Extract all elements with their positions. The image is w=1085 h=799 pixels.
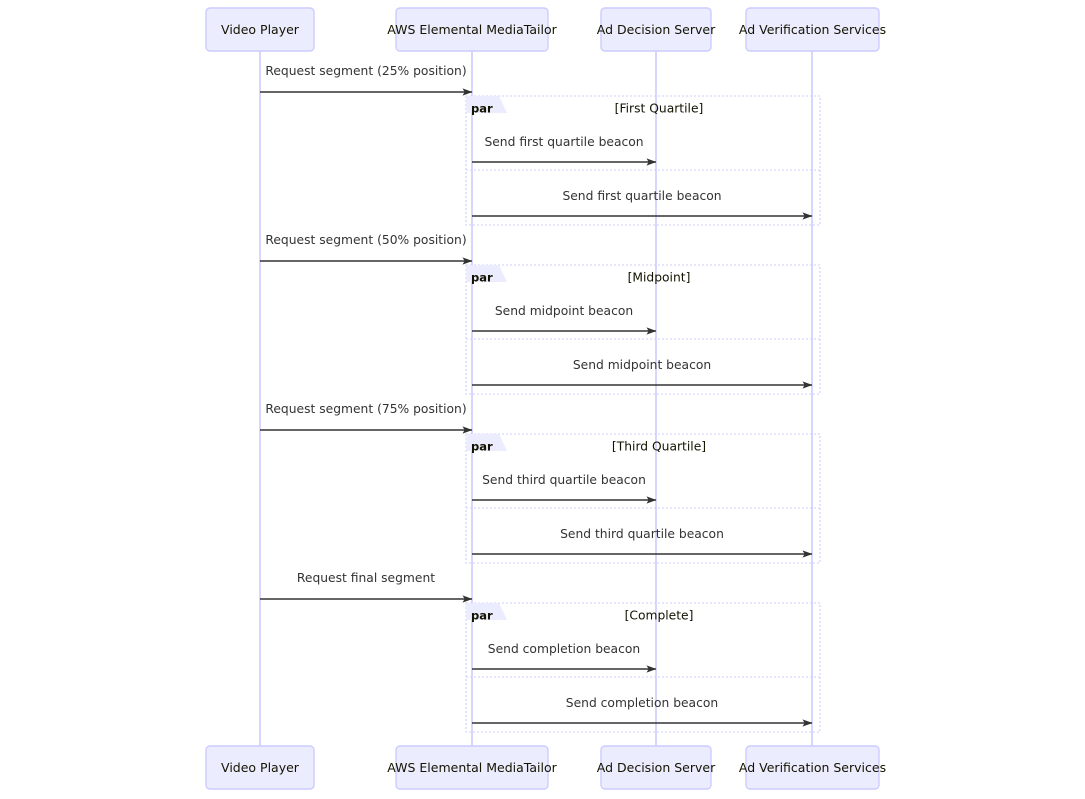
- par-4-message-2: Send completion beacon: [472, 696, 813, 727]
- participant-label: AWS Elemental MediaTailor: [387, 760, 557, 775]
- participant-label: Ad Verification Services: [739, 22, 886, 37]
- message-label: Send midpoint beacon: [495, 304, 633, 318]
- par-block-border: [465, 264, 821, 395]
- par-block-border: [465, 433, 821, 564]
- par-block-border: [465, 95, 821, 226]
- message-label: Send first quartile beacon: [562, 189, 721, 203]
- message-4: Request final segment: [260, 571, 473, 603]
- message-2: Request segment (50% position): [260, 233, 473, 265]
- participant-box: [205, 745, 315, 790]
- participant-box: [395, 745, 549, 790]
- message-label: Send completion beacon: [488, 642, 640, 656]
- message-3: Request segment (75% position): [260, 402, 473, 434]
- message-label: Send midpoint beacon: [573, 358, 711, 372]
- participant-box: [745, 745, 880, 790]
- par-keyword-tag-shape: [466, 603, 507, 620]
- participant-box: [600, 7, 712, 52]
- participant-box: [205, 7, 315, 52]
- participant-box: [395, 7, 549, 52]
- par-keyword-tag: par: [466, 603, 507, 623]
- par-condition-label: [First Quartile]: [615, 102, 704, 116]
- participant-label: AWS Elemental MediaTailor: [387, 22, 557, 37]
- par-4-message-1: Send completion beacon: [472, 642, 657, 673]
- par-keyword-label: par: [471, 271, 493, 285]
- participant-label: Video Player: [221, 22, 300, 37]
- participant-label: Video Player: [221, 760, 300, 775]
- par-2-message-1: Send midpoint beacon: [472, 304, 657, 335]
- lifelines-layer: [259, 51, 813, 746]
- participant-top-ads[interactable]: Ad Decision Server: [597, 7, 716, 52]
- participant-label: Ad Decision Server: [597, 22, 716, 37]
- par-block-3: par [Third Quartile] Send third quartile b…: [465, 433, 821, 564]
- par-keyword-label: par: [471, 102, 493, 116]
- par-keyword-tag-shape: [466, 265, 507, 282]
- message-label: Send third quartile beacon: [482, 473, 646, 487]
- messages-layer: Request segment (25% position) Request se…: [260, 64, 473, 603]
- participant-bottom-player[interactable]: Video Player: [205, 745, 315, 790]
- message-label: Send first quartile beacon: [484, 135, 643, 149]
- message-label: Request segment (75% position): [265, 402, 466, 416]
- par-condition-label: [Midpoint]: [628, 271, 691, 285]
- par-keyword-label: par: [471, 440, 493, 454]
- message-label: Request segment (25% position): [265, 64, 466, 78]
- par-1-message-1: Send first quartile beacon: [472, 135, 657, 166]
- par-blocks-layer: par [First Quartile] Send first quartile b…: [465, 95, 821, 733]
- participant-bottom-ads[interactable]: Ad Decision Server: [597, 745, 716, 790]
- participant-bottom-verification[interactable]: Ad Verification Services: [739, 745, 886, 790]
- par-keyword-tag: par: [466, 265, 507, 285]
- participant-top-mediatailor[interactable]: AWS Elemental MediaTailor: [387, 7, 558, 52]
- participant-top-verification[interactable]: Ad Verification Services: [739, 7, 886, 52]
- par-block-border: [465, 602, 821, 733]
- participant-top-player[interactable]: Video Player: [205, 7, 315, 52]
- participant-box: [600, 745, 712, 790]
- par-block-4: par[Complete]Send completion beaconSend …: [465, 602, 821, 733]
- participant-label: Ad Decision Server: [597, 760, 716, 775]
- participant-box: [745, 7, 880, 52]
- par-condition-label: [Complete]: [625, 609, 694, 623]
- par-3-message-2: Send third quartile beacon: [472, 527, 813, 558]
- par-condition-label: [Third Quartile]: [612, 440, 706, 454]
- par-keyword-tag: par: [466, 96, 507, 116]
- par-3-message-1: Send third quartile beacon: [472, 473, 657, 504]
- par-1-message-2: Send first quartile beacon: [472, 189, 813, 220]
- message-label: Request segment (50% position): [265, 233, 466, 247]
- par-block-1: par [First Quartile] Send first quartile b…: [465, 95, 821, 226]
- message-label: Request final segment: [297, 571, 435, 585]
- par-2-message-2: Send midpoint beacon: [472, 358, 813, 389]
- par-keyword-tag: par: [466, 434, 507, 454]
- participant-bottom-mediatailor[interactable]: AWS Elemental MediaTailor: [387, 745, 558, 790]
- par-keyword-tag-shape: [466, 96, 507, 113]
- message-label: Send third quartile beacon: [560, 527, 724, 541]
- message-1: Request segment (25% position): [260, 64, 473, 96]
- participant-label: Ad Verification Services: [739, 760, 886, 775]
- par-keyword-label: par: [471, 609, 493, 623]
- message-label: Send completion beacon: [566, 696, 718, 710]
- par-keyword-tag-shape: [466, 434, 507, 451]
